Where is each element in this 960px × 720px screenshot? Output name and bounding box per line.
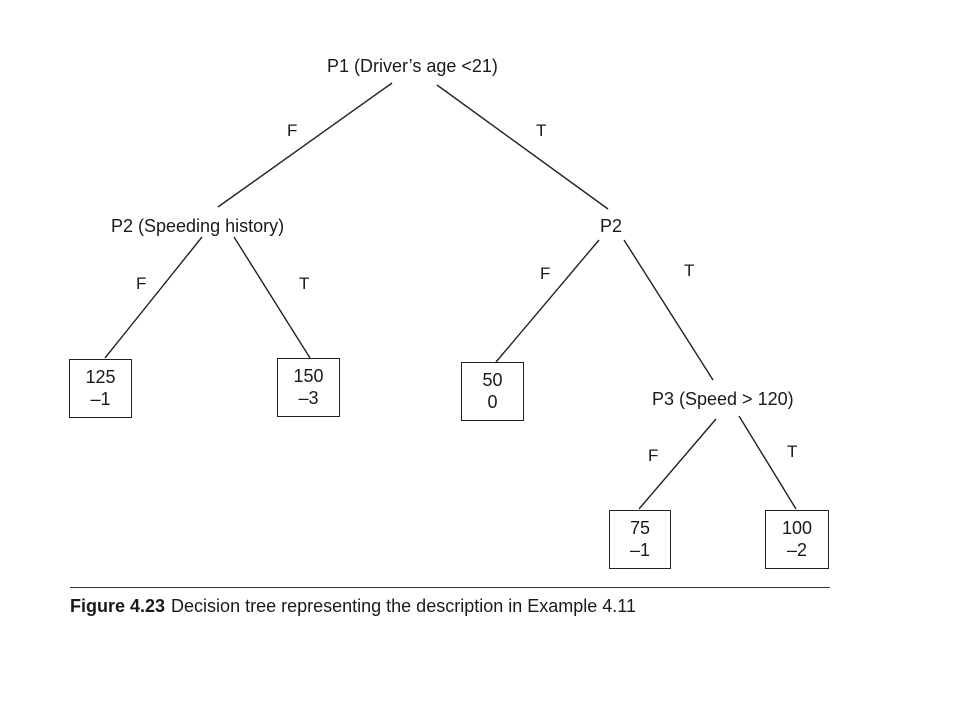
node-p2-right: P2: [600, 216, 623, 236]
node-p3: P3 (Speed > 120): [652, 389, 794, 409]
leaf-node: 150 –3: [277, 358, 340, 417]
edge-label-p1-f: F: [287, 121, 298, 140]
leaf-score: 0: [487, 392, 498, 412]
leaf-value: 100: [781, 518, 813, 538]
edge-p2l-t: [233, 236, 311, 359]
leaf-node: 75 –1: [609, 510, 671, 569]
edge-label-p2r-t: T: [684, 261, 695, 280]
edge-label-p2r-f: F: [540, 264, 551, 283]
leaf-value: 150: [293, 366, 324, 386]
leaf-node: 125 –1: [69, 359, 132, 418]
edge-p2r-f: [495, 239, 600, 363]
leaf-value: 50: [482, 370, 503, 390]
leaf-score: –1: [90, 389, 111, 409]
node-p2-left: P2 (Speeding history): [111, 216, 285, 236]
edge-p2r-t: [623, 239, 714, 381]
edge-p1-f: [217, 82, 393, 208]
edge-label-p3-f: F: [648, 446, 659, 465]
leaf-value: 125: [85, 367, 116, 387]
leaf-node: 100 –2: [765, 510, 829, 569]
caption-text: Decision tree representing the descripti…: [171, 596, 636, 616]
leaf-score: –1: [629, 540, 651, 560]
figure-number: Figure 4.23: [70, 596, 166, 616]
edge-p1-t: [436, 84, 609, 210]
node-p1: P1 (Driver’s age <21): [327, 56, 498, 76]
edge-p2l-f: [104, 236, 203, 359]
leaf-value: 75: [629, 518, 651, 538]
leaf-node: 50 0: [461, 362, 524, 421]
leaf-score: –2: [786, 540, 808, 560]
edge-label-p3-t: T: [787, 442, 798, 461]
edge-p3-t: [738, 415, 797, 510]
edge-label-p2l-f: F: [136, 274, 147, 293]
caption-divider: [70, 587, 830, 588]
leaf-score: –3: [298, 388, 319, 408]
edge-label-p2l-t: T: [299, 274, 310, 293]
edge-label-p1-t: T: [536, 121, 547, 140]
edge-p3-f: [638, 418, 717, 510]
